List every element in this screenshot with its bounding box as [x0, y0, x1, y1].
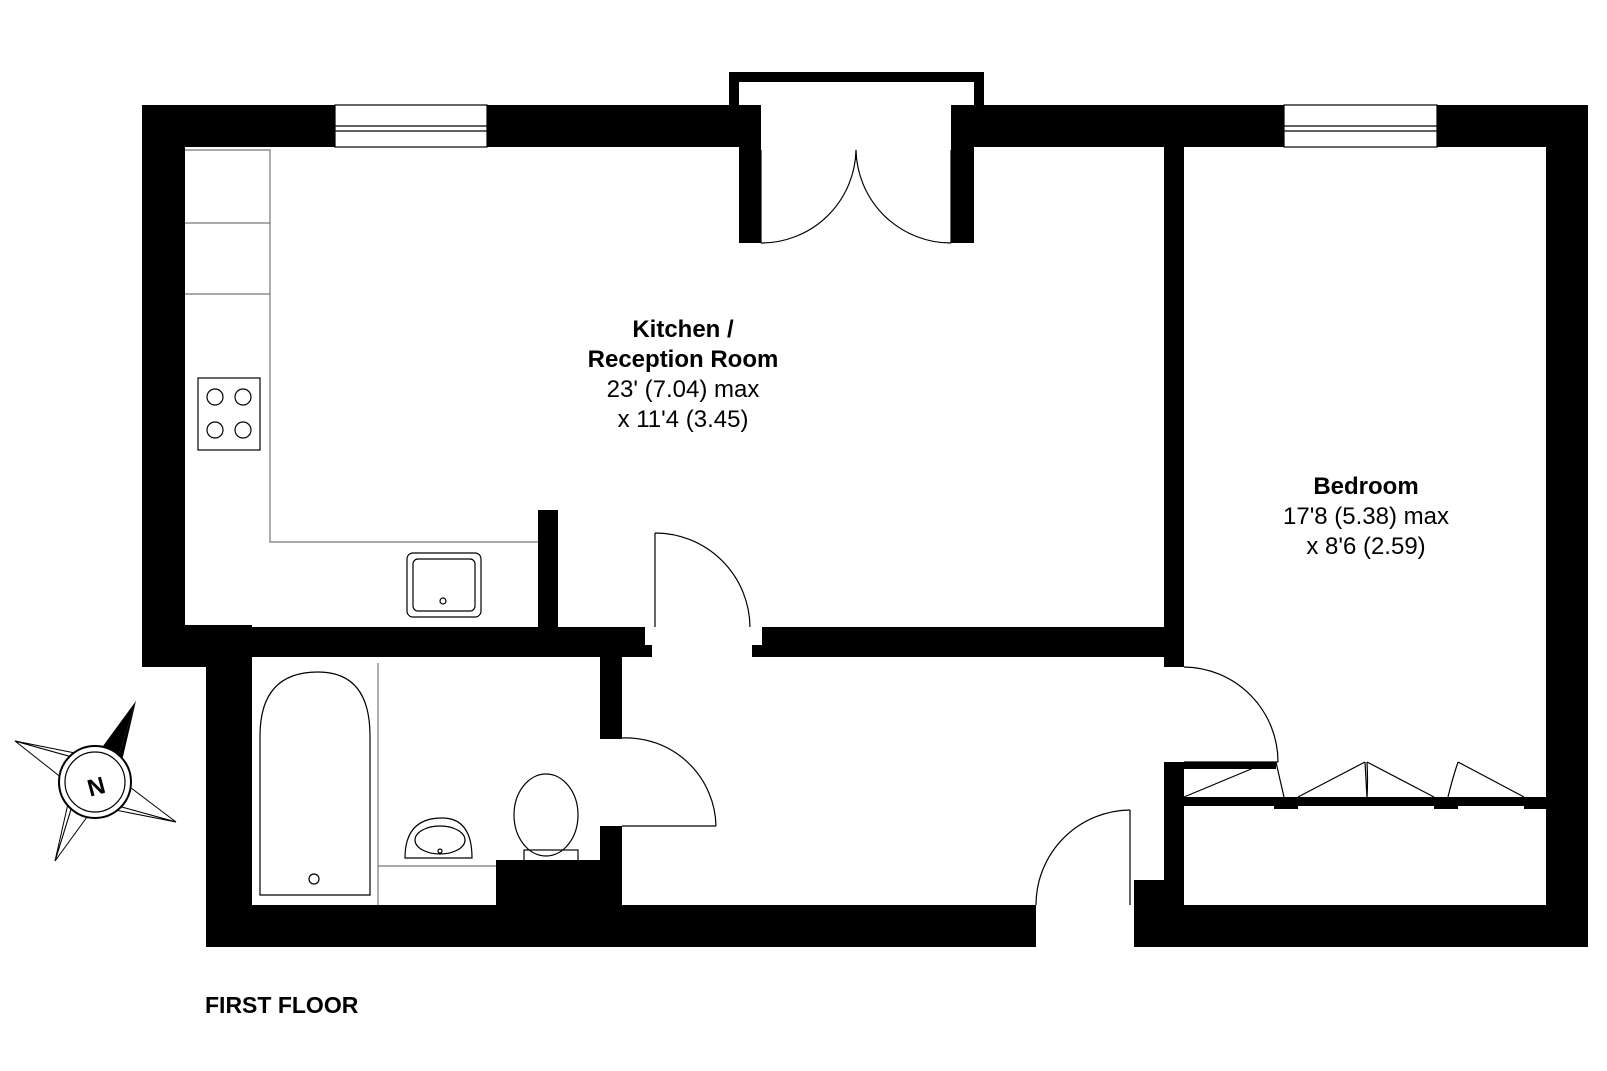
sink-icon [406, 552, 482, 618]
bedroom-door-icon [1183, 666, 1279, 763]
wall-bottom-right [1134, 905, 1588, 947]
kitchen-units [185, 149, 538, 618]
wall-left-upper [142, 105, 185, 667]
bedroom-label: Bedroom 17'8 (5.38) max x 8'6 (2.59) [1283, 473, 1449, 560]
bay-top [729, 72, 984, 82]
bay-right [974, 72, 984, 147]
bay-pillar-right [951, 105, 974, 243]
wall-kitchen-hall [762, 627, 1168, 657]
compass-north-icon: N [14, 701, 177, 862]
french-doors-icon [760, 149, 952, 244]
wall-kitchen-bedroom [1164, 147, 1184, 667]
bath-boxing [496, 860, 600, 947]
bay-pillar-left [739, 105, 761, 243]
hob-icon [197, 377, 261, 451]
toilet-icon [513, 773, 579, 865]
kitchen-label: Kitchen / Reception Room 23' (7.04) max … [588, 316, 779, 433]
bedroom-dim-line1: 17'8 (5.38) max [1283, 503, 1449, 530]
bay-left [729, 72, 739, 147]
wall-left-lower [206, 625, 252, 947]
bedroom-name: Bedroom [1313, 473, 1418, 500]
doors [621, 149, 1279, 906]
kitchen-door-icon [654, 532, 751, 628]
walls [142, 72, 1588, 947]
windows [334, 104, 1438, 148]
kitchen-name-line2: Reception Room [588, 346, 779, 373]
kitchen-dim-line1: 23' (7.04) max [607, 376, 760, 403]
wall-kitchen-bath [185, 627, 645, 657]
wall-bath-lower [600, 826, 622, 946]
wardrobe [1183, 761, 1546, 809]
wall-right [1546, 105, 1588, 947]
entrance-door-icon [1035, 809, 1131, 906]
compass-letter: N [85, 772, 109, 803]
bathroom-fittings [259, 663, 579, 905]
wall-stub-kitchen [538, 510, 558, 627]
wall-bath-upper [600, 657, 622, 739]
bedroom-dim-line2: x 8'6 (2.59) [1306, 533, 1425, 560]
wall-top-mid [487, 105, 759, 147]
bath-icon [259, 663, 379, 905]
kitchen-dim-line2: x 11'4 (3.45) [618, 406, 749, 433]
bathroom-door-icon [621, 737, 717, 827]
kitchen-name-line1: Kitchen / [632, 316, 734, 343]
basin-icon [404, 817, 473, 859]
wall-top-right [951, 105, 1284, 147]
floor-label: FIRST FLOOR [205, 992, 359, 1018]
